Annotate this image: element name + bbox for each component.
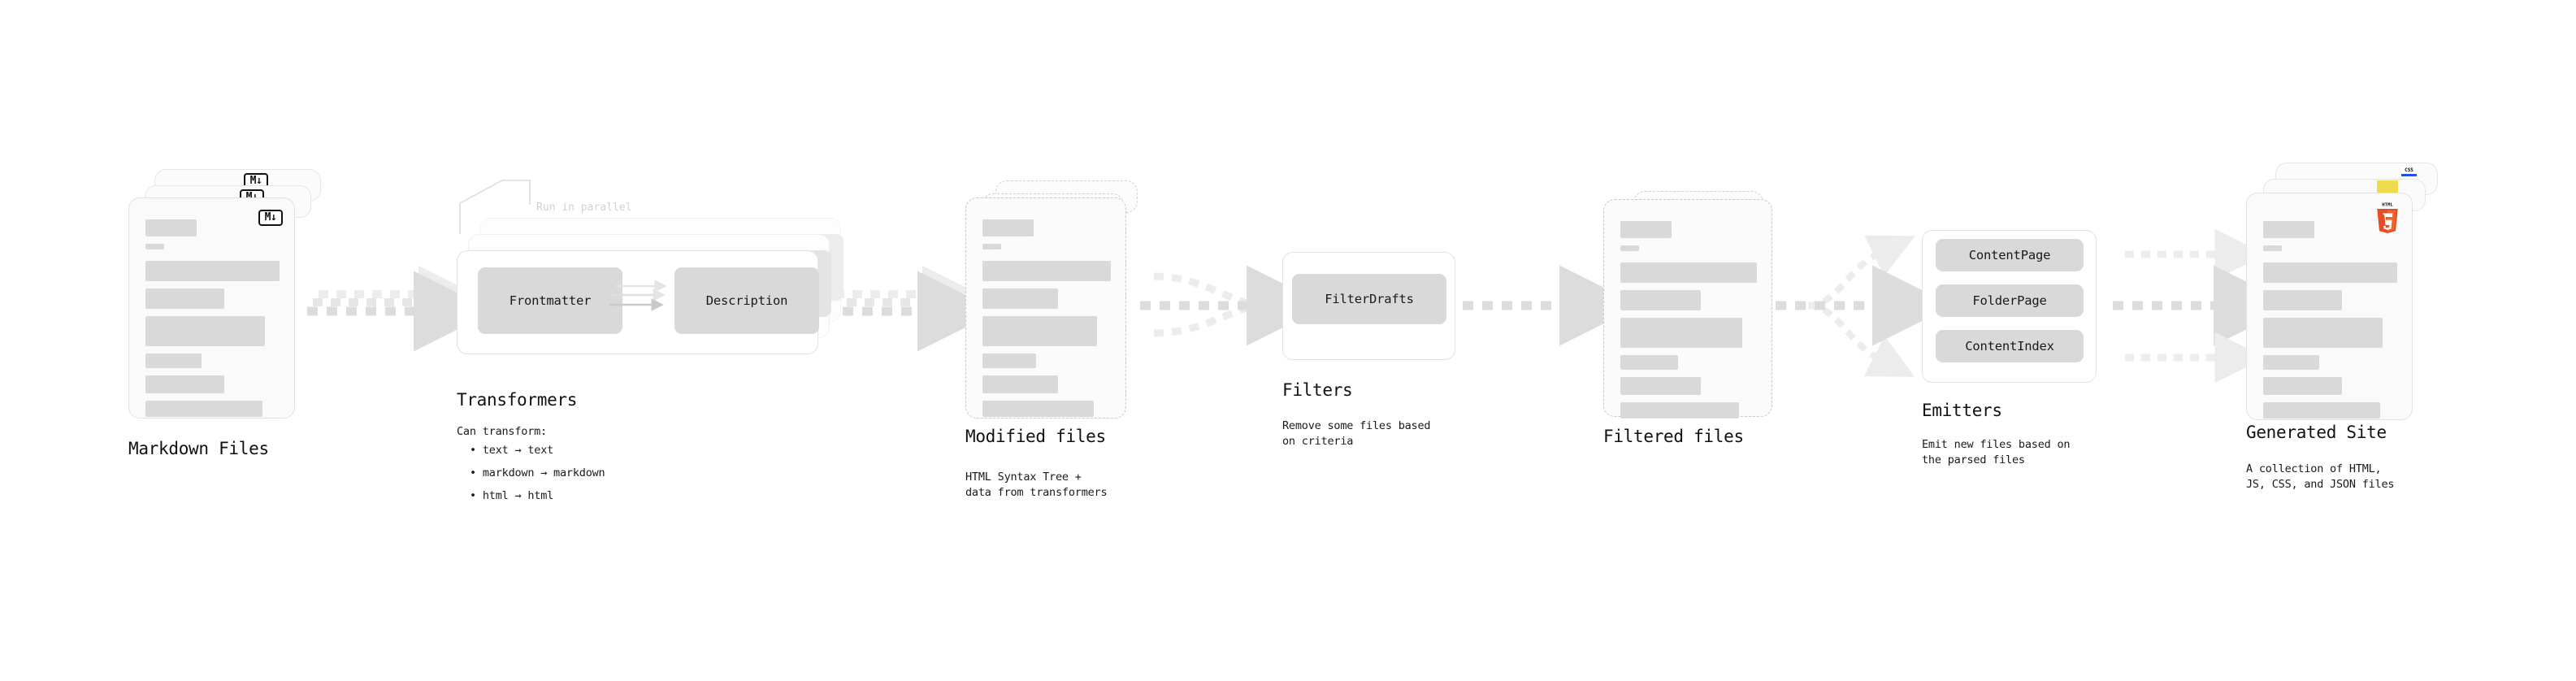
transformer-pill-frontmatter[interactable]: Frontmatter [478, 267, 622, 334]
transformers-bullet-1: • markdown → markdown [470, 466, 605, 479]
html5-logo-icon: HTML [2377, 202, 2398, 233]
emitter-pill-contentpage[interactable]: ContentPage [1936, 239, 2084, 271]
markdown-logo-icon: M↓ [258, 210, 283, 226]
filter-pill-filterdrafts[interactable]: FilterDrafts [1292, 274, 1446, 324]
emitters-description: Emit new files based on the parsed files [1922, 438, 2071, 466]
stage-title-emitters: Emitters [1922, 401, 2002, 420]
arrow-filtered-to-emitters [1776, 235, 1953, 377]
generated-site-card: HTML [2246, 193, 2413, 420]
modified-content-bars [982, 219, 1111, 424]
arrow-markdown-to-transformers [307, 266, 494, 352]
transformer-pill-description[interactable]: Description [674, 267, 819, 334]
filtered-file-card [1603, 199, 1772, 419]
filters-description: Remove some files based on criteria [1282, 419, 1431, 448]
generated-site-description: A collection of HTML, JS, CSS, and JSON … [2246, 462, 2395, 491]
markdown-content-bars [145, 219, 280, 424]
generated-site-content-bars [2263, 215, 2397, 426]
stage-title-modified-files: Modified files [965, 427, 1106, 446]
modified-files-description: HTML Syntax Tree + data from transformer… [965, 471, 1108, 499]
markdown-file-card: M↓ [128, 197, 295, 419]
stage-title-filtered-files: Filtered files [1603, 427, 1744, 446]
filtered-content-bars [1620, 221, 1757, 426]
svg-text:HTML: HTML [2382, 202, 2393, 207]
emitter-pill-folderpage[interactable]: FolderPage [1936, 284, 2084, 317]
arrow-modified-to-filters [1140, 265, 1327, 346]
stage-title-transformers: Transformers [457, 390, 578, 410]
stage-title-markdown-files: Markdown Files [128, 439, 269, 458]
transformers-bullet-0: • text → text [470, 444, 554, 457]
arrow-emitters-to-site [2113, 228, 2294, 384]
run-in-parallel-note: Run in parallel [536, 202, 632, 214]
modified-file-card [965, 197, 1126, 419]
transformers-description: Can transform: [457, 425, 547, 438]
css-badge-icon: CSS [2401, 167, 2417, 176]
js-badge-icon [2377, 180, 2398, 193]
transformers-bullet-2: • html → html [470, 489, 554, 502]
emitter-pill-contentindex[interactable]: ContentIndex [1936, 330, 2084, 362]
stage-title-generated-site: Generated Site [2246, 423, 2387, 442]
stage-title-filters: Filters [1282, 380, 1353, 400]
